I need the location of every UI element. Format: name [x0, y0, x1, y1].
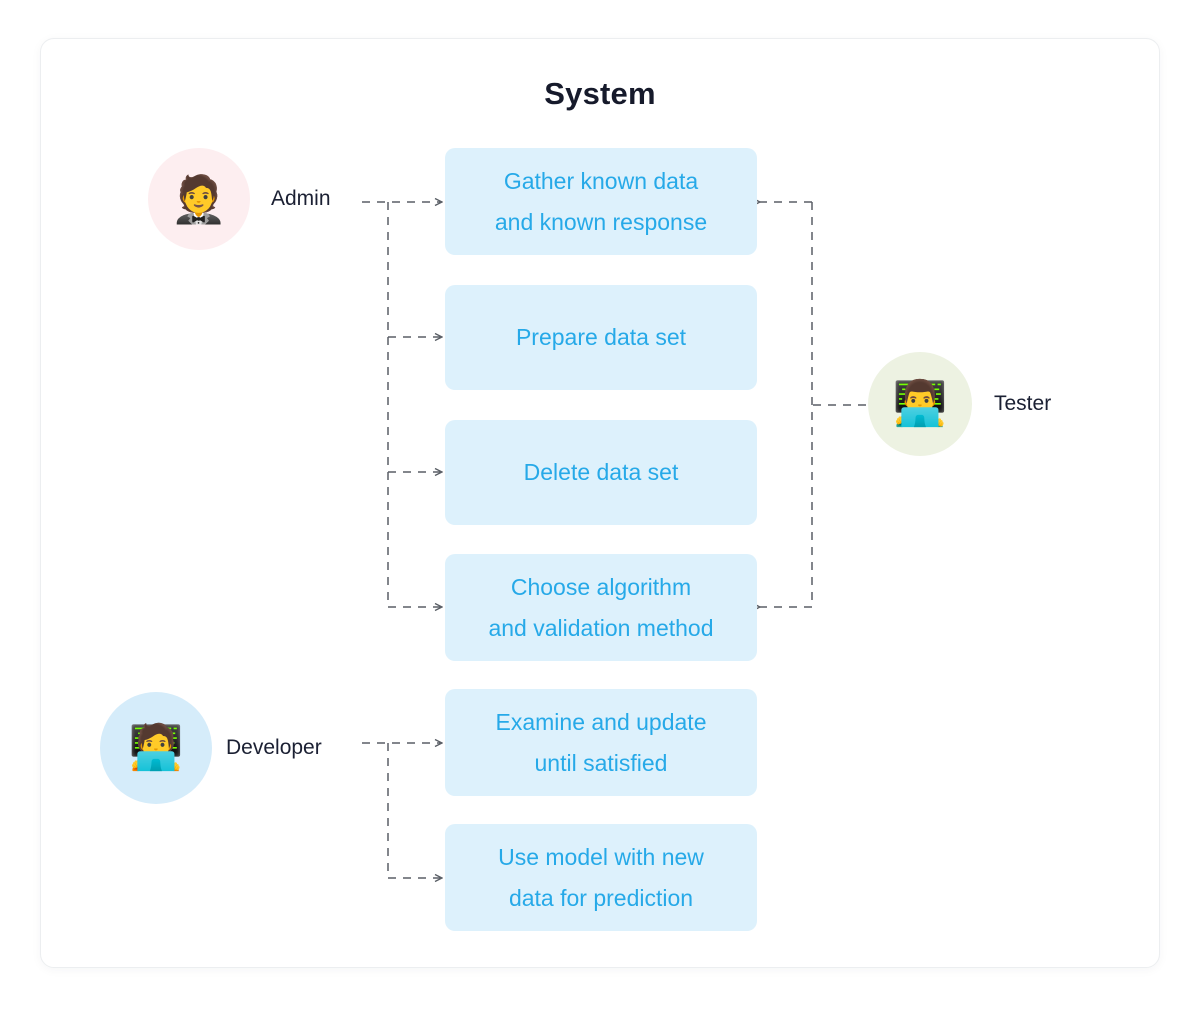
usecase-line-1: Prepare data set	[515, 324, 687, 351]
usecase-line-1: Gather known data	[503, 168, 699, 195]
usecase-prepare-data-set[interactable]: Prepare data set	[445, 285, 757, 390]
usecase-line-2: and known response	[494, 208, 708, 235]
actor-developer-avatar: 🧑‍💻	[100, 692, 212, 804]
actor-tester-avatar: 👨‍💻	[868, 352, 972, 456]
actor-developer[interactable]: 🧑‍💻 Developer	[100, 692, 322, 804]
usecase-line-2: and validation method	[488, 614, 714, 641]
actor-admin[interactable]: 🤵 Admin	[148, 148, 331, 250]
usecase-line-2: data for prediction	[508, 884, 694, 911]
technologist-coding-icon: 🧑‍💻	[128, 723, 184, 772]
usecase-examine-and-update[interactable]: Examine and update until satisfied	[445, 689, 757, 796]
actor-admin-label: Admin	[271, 187, 331, 210]
usecase-line-1: Use model with new	[498, 844, 704, 871]
man-technologist-icon: 👨‍💻	[892, 379, 948, 428]
page-title: System	[544, 76, 656, 111]
usecase-gather-known-data[interactable]: Gather known data and known response	[445, 148, 757, 255]
man-in-suit-icon: 🤵	[170, 173, 228, 225]
usecase-delete-data-set[interactable]: Delete data set	[445, 420, 757, 525]
actor-admin-avatar: 🤵	[148, 148, 250, 250]
actor-tester-label: Tester	[994, 392, 1052, 415]
actor-developer-label: Developer	[226, 736, 322, 759]
usecase-line-2: until satisfied	[534, 749, 668, 776]
usecase-choose-algorithm[interactable]: Choose algorithm and validation method	[445, 554, 757, 661]
usecase-use-model-for-prediction[interactable]: Use model with new data for prediction	[445, 824, 757, 931]
usecase-line-1: Examine and update	[495, 709, 707, 736]
usecase-line-1: Choose algorithm	[510, 574, 692, 601]
usecase-line-1: Delete data set	[523, 459, 679, 486]
actor-tester[interactable]: 👨‍💻 Tester	[868, 352, 1051, 456]
